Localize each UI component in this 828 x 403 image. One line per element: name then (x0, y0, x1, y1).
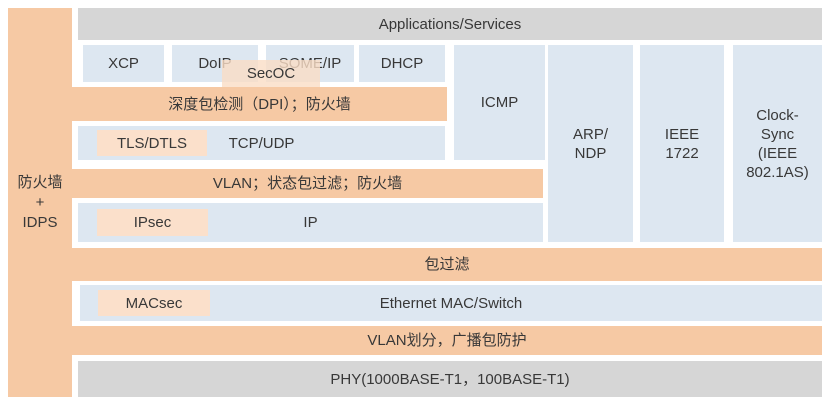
tcp-udp-label: TCP/UDP (228, 134, 295, 152)
phy-bar: PHY(1000BASE-T1，100BASE-T1) (78, 361, 822, 397)
ip-label: IP (303, 214, 318, 231)
transport-row: TLS/DTLS TCP/UDP (78, 126, 445, 160)
vlan-stateful-filter-bar: VLAN；状态包过滤；防火墙 (72, 169, 543, 198)
dpi-firewall-bar: 深度包检测（DPI）；防火墙 (72, 87, 447, 121)
packet-filter-bar: 包过滤 (72, 248, 822, 281)
firewall-idps-sidebar: 防火墙 + IDPS (8, 8, 72, 397)
ieee-1722-box: IEEE 1722 (640, 45, 724, 242)
dhcp-box: DHCP (359, 45, 445, 82)
ipsec-box: IPsec (97, 209, 208, 236)
ethernet-mac-switch-label: Ethernet MAC/Switch (379, 294, 523, 312)
macsec-box: MACsec (98, 290, 210, 316)
clock-sync-box: Clock- Sync (IEEE 802.1AS) (733, 45, 822, 242)
applications-services-bar: Applications/Services (78, 8, 822, 40)
xcp-box: XCP (83, 45, 164, 82)
secoc-overlay-box: SecOC (222, 60, 320, 87)
tls-dtls-box: TLS/DTLS (97, 130, 207, 156)
vlan-division-bar: VLAN划分，广播包防护 (72, 326, 822, 355)
arp-ndp-box: ARP/ NDP (548, 45, 633, 242)
icmp-box: ICMP (454, 45, 545, 160)
network-row: IPsec IP (78, 203, 543, 242)
mac-row: MACsec Ethernet MAC/Switch (80, 285, 822, 321)
